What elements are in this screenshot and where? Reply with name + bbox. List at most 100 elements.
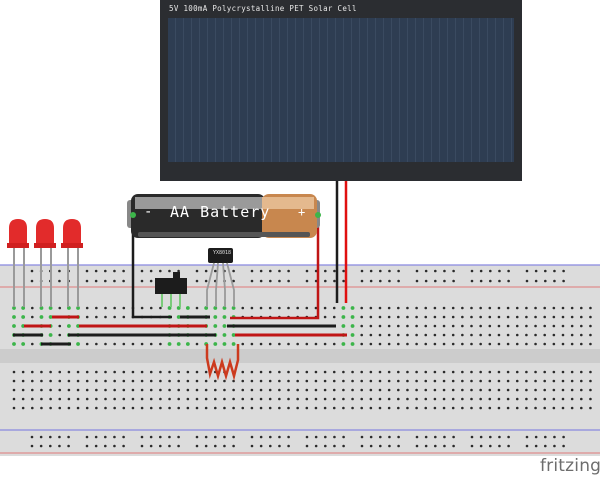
breadboard-hole[interactable] bbox=[204, 279, 208, 283]
breadboard-hole[interactable] bbox=[287, 435, 290, 439]
breadboard-hole[interactable] bbox=[232, 279, 235, 283]
breadboard-hole[interactable] bbox=[122, 379, 126, 383]
breadboard-hole[interactable] bbox=[204, 269, 208, 273]
breadboard-hole[interactable] bbox=[305, 435, 309, 439]
breadboard-hole[interactable] bbox=[570, 306, 574, 310]
breadboard-hole[interactable] bbox=[415, 370, 418, 374]
breadboard-hole[interactable] bbox=[424, 370, 428, 374]
breadboard-hole[interactable] bbox=[561, 306, 565, 310]
breadboard-hole[interactable] bbox=[104, 444, 107, 448]
breadboard-hole[interactable] bbox=[176, 315, 181, 319]
breadboard-hole[interactable] bbox=[268, 397, 272, 401]
breadboard-hole[interactable] bbox=[479, 269, 483, 273]
breadboard-hole[interactable] bbox=[159, 379, 162, 383]
breadboard-hole[interactable] bbox=[213, 324, 218, 328]
breadboard-hole[interactable] bbox=[250, 435, 254, 439]
breadboard-hole[interactable] bbox=[433, 333, 437, 337]
breadboard-hole[interactable] bbox=[104, 370, 107, 374]
breadboard-hole[interactable] bbox=[534, 269, 538, 273]
breadboard-hole[interactable] bbox=[324, 435, 327, 439]
breadboard-hole[interactable] bbox=[149, 388, 153, 392]
breadboard-hole[interactable] bbox=[149, 435, 153, 439]
breadboard-hole[interactable] bbox=[406, 342, 409, 346]
breadboard-hole[interactable] bbox=[113, 306, 116, 310]
breadboard-hole[interactable] bbox=[278, 397, 281, 401]
breadboard-hole[interactable] bbox=[479, 370, 482, 374]
ic-yx8018[interactable] bbox=[206, 248, 235, 307]
breadboard-hole[interactable] bbox=[223, 435, 226, 439]
breadboard-hole[interactable] bbox=[195, 306, 199, 310]
breadboard-hole[interactable] bbox=[122, 370, 126, 374]
breadboard-hole[interactable] bbox=[21, 379, 25, 383]
breadboard-hole[interactable] bbox=[406, 306, 409, 310]
breadboard-hole[interactable] bbox=[369, 397, 373, 401]
breadboard-hole[interactable] bbox=[314, 406, 318, 410]
breadboard-hole[interactable] bbox=[94, 269, 98, 273]
breadboard-hole[interactable] bbox=[424, 406, 428, 410]
breadboard-hole[interactable] bbox=[12, 315, 16, 319]
breadboard-hole[interactable] bbox=[506, 397, 510, 401]
breadboard-hole[interactable] bbox=[451, 379, 455, 383]
breadboard-hole[interactable] bbox=[461, 370, 464, 374]
breadboard-hole[interactable] bbox=[30, 444, 34, 448]
breadboard-hole[interactable] bbox=[552, 333, 556, 337]
breadboard-hole[interactable] bbox=[452, 269, 455, 273]
breadboard-hole[interactable] bbox=[122, 435, 125, 439]
breadboard-hole[interactable] bbox=[177, 388, 180, 392]
breadboard-hole[interactable] bbox=[268, 342, 272, 346]
breadboard-hole[interactable] bbox=[442, 324, 446, 328]
breadboard-hole[interactable] bbox=[31, 397, 34, 401]
breadboard-hole[interactable] bbox=[443, 435, 446, 439]
breadboard-hole[interactable] bbox=[360, 397, 364, 401]
breadboard-hole[interactable] bbox=[122, 279, 125, 283]
solar-cell[interactable]: 5V 100mA Polycrystalline PET Solar Cell bbox=[160, 0, 522, 181]
wire-black-battery-minus[interactable] bbox=[131, 215, 172, 319]
breadboard-hole[interactable] bbox=[415, 279, 419, 283]
breadboard-hole[interactable] bbox=[534, 279, 538, 283]
breadboard-hole[interactable] bbox=[515, 342, 519, 346]
breadboard-hole[interactable] bbox=[489, 279, 492, 283]
breadboard-hole[interactable] bbox=[49, 379, 52, 383]
breadboard-hole[interactable] bbox=[176, 342, 181, 346]
breadboard-hole[interactable] bbox=[149, 342, 153, 346]
breadboard-hole[interactable] bbox=[580, 379, 583, 383]
breadboard-hole[interactable] bbox=[379, 435, 382, 439]
breadboard-hole[interactable] bbox=[305, 397, 309, 401]
breadboard-hole[interactable] bbox=[589, 406, 592, 410]
breadboard-hole[interactable] bbox=[168, 370, 171, 374]
breadboard-hole[interactable] bbox=[369, 435, 373, 439]
breadboard-hole[interactable] bbox=[305, 379, 309, 383]
breadboard-hole[interactable] bbox=[168, 379, 171, 383]
breadboard-hole[interactable] bbox=[433, 315, 437, 319]
breadboard-hole[interactable] bbox=[48, 306, 53, 310]
breadboard-hole[interactable] bbox=[498, 269, 501, 273]
breadboard-hole[interactable] bbox=[232, 379, 235, 383]
breadboard-hole[interactable] bbox=[177, 269, 180, 273]
breadboard-hole[interactable] bbox=[415, 315, 418, 319]
breadboard-hole[interactable] bbox=[397, 444, 400, 448]
breadboard-hole[interactable] bbox=[250, 444, 254, 448]
breadboard-hole[interactable] bbox=[259, 379, 263, 383]
breadboard-hole[interactable] bbox=[314, 370, 318, 374]
breadboard-hole[interactable] bbox=[552, 379, 556, 383]
breadboard-hole[interactable] bbox=[104, 406, 107, 410]
breadboard-hole[interactable] bbox=[369, 342, 373, 346]
breadboard-hole[interactable] bbox=[387, 406, 391, 410]
breadboard-hole[interactable] bbox=[113, 342, 116, 346]
breadboard-hole[interactable] bbox=[342, 406, 345, 410]
breadboard-hole[interactable] bbox=[442, 406, 446, 410]
breadboard-hole[interactable] bbox=[268, 379, 272, 383]
breadboard-hole[interactable] bbox=[534, 388, 537, 392]
breadboard-hole[interactable] bbox=[580, 388, 583, 392]
breadboard-hole[interactable] bbox=[360, 406, 364, 410]
breadboard-hole[interactable] bbox=[342, 379, 345, 383]
breadboard-hole[interactable] bbox=[140, 269, 144, 273]
breadboard-hole[interactable] bbox=[387, 388, 391, 392]
breadboard-hole[interactable] bbox=[39, 444, 43, 448]
breadboard-hole[interactable] bbox=[48, 315, 53, 319]
breadboard-hole[interactable] bbox=[397, 435, 400, 439]
breadboard-hole[interactable] bbox=[94, 444, 98, 448]
breadboard-hole[interactable] bbox=[12, 406, 16, 410]
breadboard-hole[interactable] bbox=[122, 315, 126, 319]
breadboard-hole[interactable] bbox=[387, 315, 391, 319]
